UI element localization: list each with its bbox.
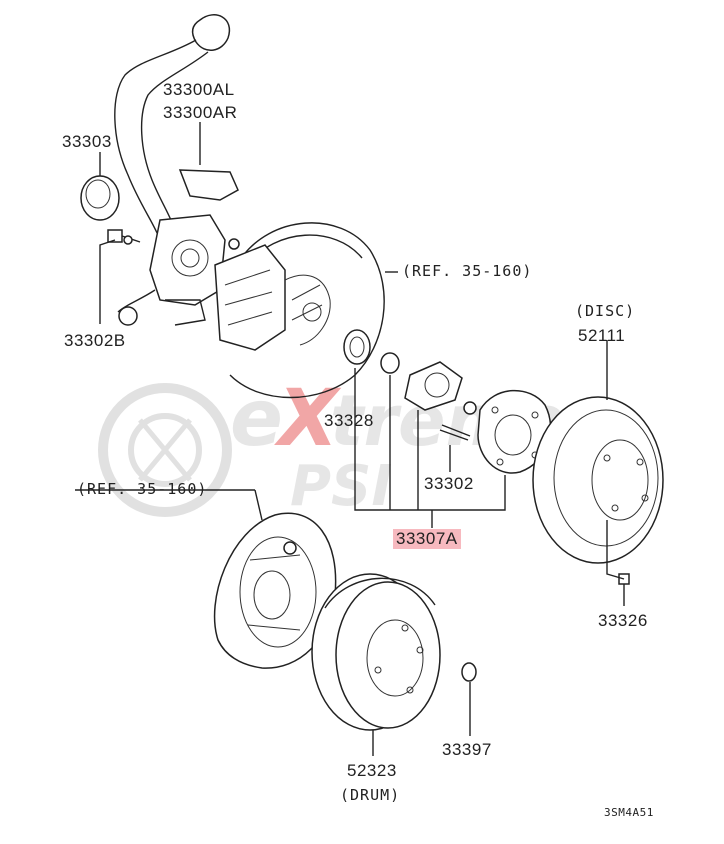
label-cap: 33303 <box>62 132 112 151</box>
diagram-code: 3SM4A51 <box>604 806 654 819</box>
label-knuckle-right: 33300AR <box>163 103 238 122</box>
label-stud: 33302 <box>424 474 474 493</box>
label-ref-lower: (REF. 35-160) <box>77 480 208 498</box>
abs-ring-part <box>343 329 371 365</box>
svg-text:PSI: PSI <box>290 454 392 519</box>
svg-text:e: e <box>230 374 283 464</box>
label-nut: 33326 <box>598 611 648 630</box>
bolt-part <box>107 229 141 245</box>
label-disc-note: (DISC) <box>575 302 636 320</box>
drum-brake-backing-plate-part <box>213 512 337 669</box>
hub-flange-part <box>463 389 552 474</box>
spacer-part <box>380 352 400 374</box>
label-knuckle-left: 33300AL <box>163 80 235 99</box>
label-assembly: 33307A <box>393 529 461 549</box>
label-ref-upper: (REF. 35-160) <box>402 262 533 280</box>
label-disc-part: 52111 <box>578 326 626 345</box>
brake-drum-part <box>311 573 441 731</box>
disc-brake-backing-plate-part <box>214 222 385 399</box>
brake-disc-part <box>532 396 664 564</box>
label-drum-note: (DRUM) <box>340 786 401 804</box>
label-drum-part: 52323 <box>347 761 397 780</box>
washer-part <box>461 662 477 682</box>
leader-lines <box>75 122 625 756</box>
wheel-stud-part <box>439 424 471 441</box>
label-bolt: 33302B <box>64 331 126 350</box>
label-washer: 33397 <box>442 740 492 759</box>
knuckle-arm-part <box>114 14 239 326</box>
wheel-bearing-part <box>404 361 463 411</box>
label-ring: 33328 <box>324 411 374 430</box>
grease-cap-part <box>80 175 120 221</box>
